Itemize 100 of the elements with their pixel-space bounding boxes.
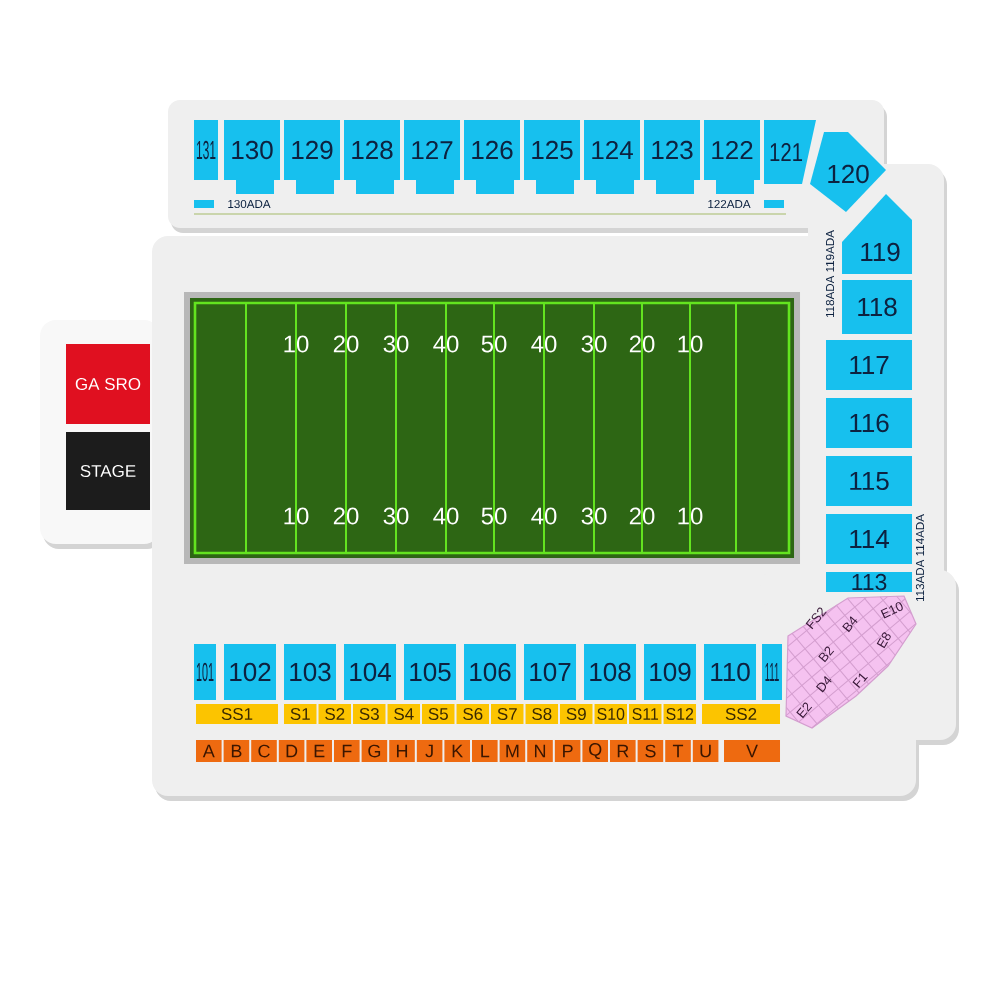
seat-section: 120 [810, 132, 886, 212]
node-label: Q [589, 743, 602, 759]
seat-section: S1 [284, 704, 317, 724]
seat-section: S3 [353, 704, 386, 724]
seat-section: 121 [764, 120, 816, 184]
seat-section: SS2 [702, 704, 780, 724]
seat-section: 123 [644, 120, 700, 194]
yard-number: 40 [531, 335, 557, 353]
yard-number: 40 [433, 507, 459, 525]
seat-section: 101 [194, 644, 216, 700]
node-label: N [534, 744, 546, 758]
yard-number: 30 [581, 335, 607, 353]
stage-box: STAGE [66, 432, 150, 510]
seat-section: 105 [404, 644, 456, 700]
seat-section: D [278, 740, 305, 762]
seat-section: S9 [560, 704, 593, 724]
seat-section: H [389, 740, 415, 762]
seat-section: S2 [318, 704, 351, 724]
node-label: S4 [394, 708, 414, 721]
seat-section: 126 [464, 120, 520, 194]
node-label: H [396, 744, 408, 758]
standing-area-box: GA SRO [66, 344, 150, 424]
seat-section: P [554, 740, 581, 762]
node-label: S [645, 744, 656, 758]
yard-number: 20 [629, 335, 655, 353]
node-label: P [563, 744, 573, 758]
node-label: S1 [290, 708, 310, 721]
seat-section: S10 [594, 704, 627, 724]
node-label: J [425, 744, 433, 758]
seat-section: M [499, 740, 526, 762]
node-label: S7 [497, 708, 517, 721]
node-label: K [452, 744, 463, 758]
node-label: A [202, 744, 215, 758]
seat-section: 119 [842, 194, 912, 274]
node-label: M [506, 744, 519, 758]
seat-section: S12 [663, 704, 697, 724]
seat-section: N [527, 740, 553, 762]
node-label: T [672, 744, 684, 758]
yard-number: 10 [678, 335, 703, 353]
seat-section: S5 [422, 704, 455, 724]
seat-section: 122 [704, 120, 760, 194]
seat-section: 128 [344, 120, 400, 194]
seat-section: 106 [464, 644, 516, 700]
seat-section: J [416, 740, 443, 762]
seat-section: 127 [404, 120, 460, 194]
yard-number: 30 [581, 507, 607, 525]
yard-number: 10 [678, 507, 703, 525]
node-label: G [368, 744, 381, 758]
node-label: S6 [463, 708, 483, 721]
seat-section: 103 [284, 644, 336, 700]
yard-number: 30 [383, 335, 409, 353]
seat-section: SS1 [196, 704, 278, 724]
seat-section: 131 [194, 120, 218, 180]
seat-section: G [361, 740, 388, 762]
seat-section: A [196, 740, 222, 762]
seat-section: S8 [525, 704, 558, 724]
node-label: U [700, 744, 711, 758]
seat-section: 104 [344, 644, 396, 700]
node-label: F [342, 744, 352, 758]
node-label: S5 [428, 708, 448, 721]
seat-section: 117 [826, 340, 912, 390]
seat-section: 130 [224, 120, 280, 194]
yard-number: 20 [333, 507, 359, 525]
seat-section: 124 [584, 120, 640, 194]
node-label: L [481, 744, 490, 758]
yard-number: 50 [481, 335, 507, 353]
seat-section: 110 [704, 644, 756, 700]
seat-section: 107 [524, 644, 576, 700]
seat-section: S6 [456, 704, 489, 724]
seat-section: 129 [284, 120, 340, 194]
seat-section: U [692, 740, 719, 762]
seat-section: S7 [491, 704, 524, 724]
node-label: S8 [532, 708, 552, 721]
node-label: R [617, 744, 629, 758]
seat-section: 118 [842, 280, 912, 334]
yard-number: 40 [433, 335, 459, 353]
seat-section: T [665, 740, 691, 762]
seat-section: Q [582, 740, 608, 762]
seat-section: 108 [584, 644, 636, 700]
seat-section: 115 [826, 456, 912, 506]
seat-section: 125 [524, 120, 580, 194]
yard-number: 50 [481, 507, 507, 525]
yard-number: 20 [333, 335, 359, 353]
seat-section: C [251, 740, 277, 762]
seat-section: S4 [387, 704, 420, 724]
yard-number: 10 [284, 335, 309, 353]
node-label: S3 [359, 708, 379, 721]
seat-section: K [444, 740, 470, 762]
seat-section: S11 [629, 704, 662, 724]
yard-number: 10 [284, 507, 309, 525]
seat-section: L [472, 740, 498, 762]
node-label: S2 [325, 708, 345, 721]
seat-section: B [223, 740, 250, 762]
seat-section: 109 [644, 644, 696, 700]
node-label: S9 [566, 708, 586, 721]
seat-section: R [610, 740, 636, 762]
seat-section: S [637, 740, 664, 762]
seat-section: 114 [826, 514, 912, 564]
node-label: B [231, 744, 242, 758]
seat-section: E [306, 740, 332, 762]
